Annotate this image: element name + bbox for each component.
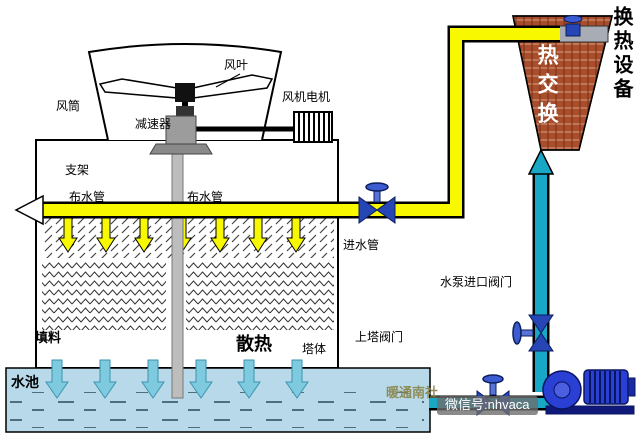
fan-blade-leader-line [215,73,241,88]
fan-hub-icon [175,83,195,102]
watermark-brand: 暖通南社 [386,385,439,400]
drive-shaft [171,147,184,399]
water-pool [5,367,431,433]
reducer-label: 减速器 [135,117,172,131]
fan-motor-label: 风机电机 [282,90,331,104]
heat-dissipation-label: 散热 [236,334,272,354]
hot-water-pipe [14,25,560,226]
outflow-arrow [14,194,44,226]
fill-zone [42,260,334,330]
watermark-wechat: 微信号:nhvaca [437,396,538,415]
fan-blade-label: 风叶 [224,58,249,72]
water-pump-icon [542,369,636,415]
dist-pipe-left-label: 布水管 [69,190,106,204]
hx-equipment-label: 换热设备 [610,6,632,102]
inlet-valve-icon [358,182,396,224]
riser-flow-arrow [527,148,555,175]
filler-label: 填料 [35,330,62,345]
tower-valve-label: 上塔阀门 [355,330,404,344]
fan-motor-icon [293,111,333,143]
reducer-icon [149,106,213,155]
dist-pipe-right-label: 布水管 [187,190,224,204]
inlet-pipe-label: 进水管 [343,238,380,252]
riser-valve-icon [512,314,554,352]
riser-pipe [527,148,555,392]
pump-inlet-valve-label: 水泵进口阀门 [440,275,513,289]
support-label: 支架 [65,163,90,177]
fan-cylinder-label: 风筒 [56,99,81,113]
fan-assembly [87,43,333,155]
heat-exchange-label: 热交换 [535,44,559,131]
pool-arrows [45,359,309,399]
water-pool-label: 水池 [11,374,39,390]
spray-arrows [58,217,306,253]
exchanger-top-valve-icon [563,15,583,37]
tower-body-label: 塔体 [302,342,327,356]
